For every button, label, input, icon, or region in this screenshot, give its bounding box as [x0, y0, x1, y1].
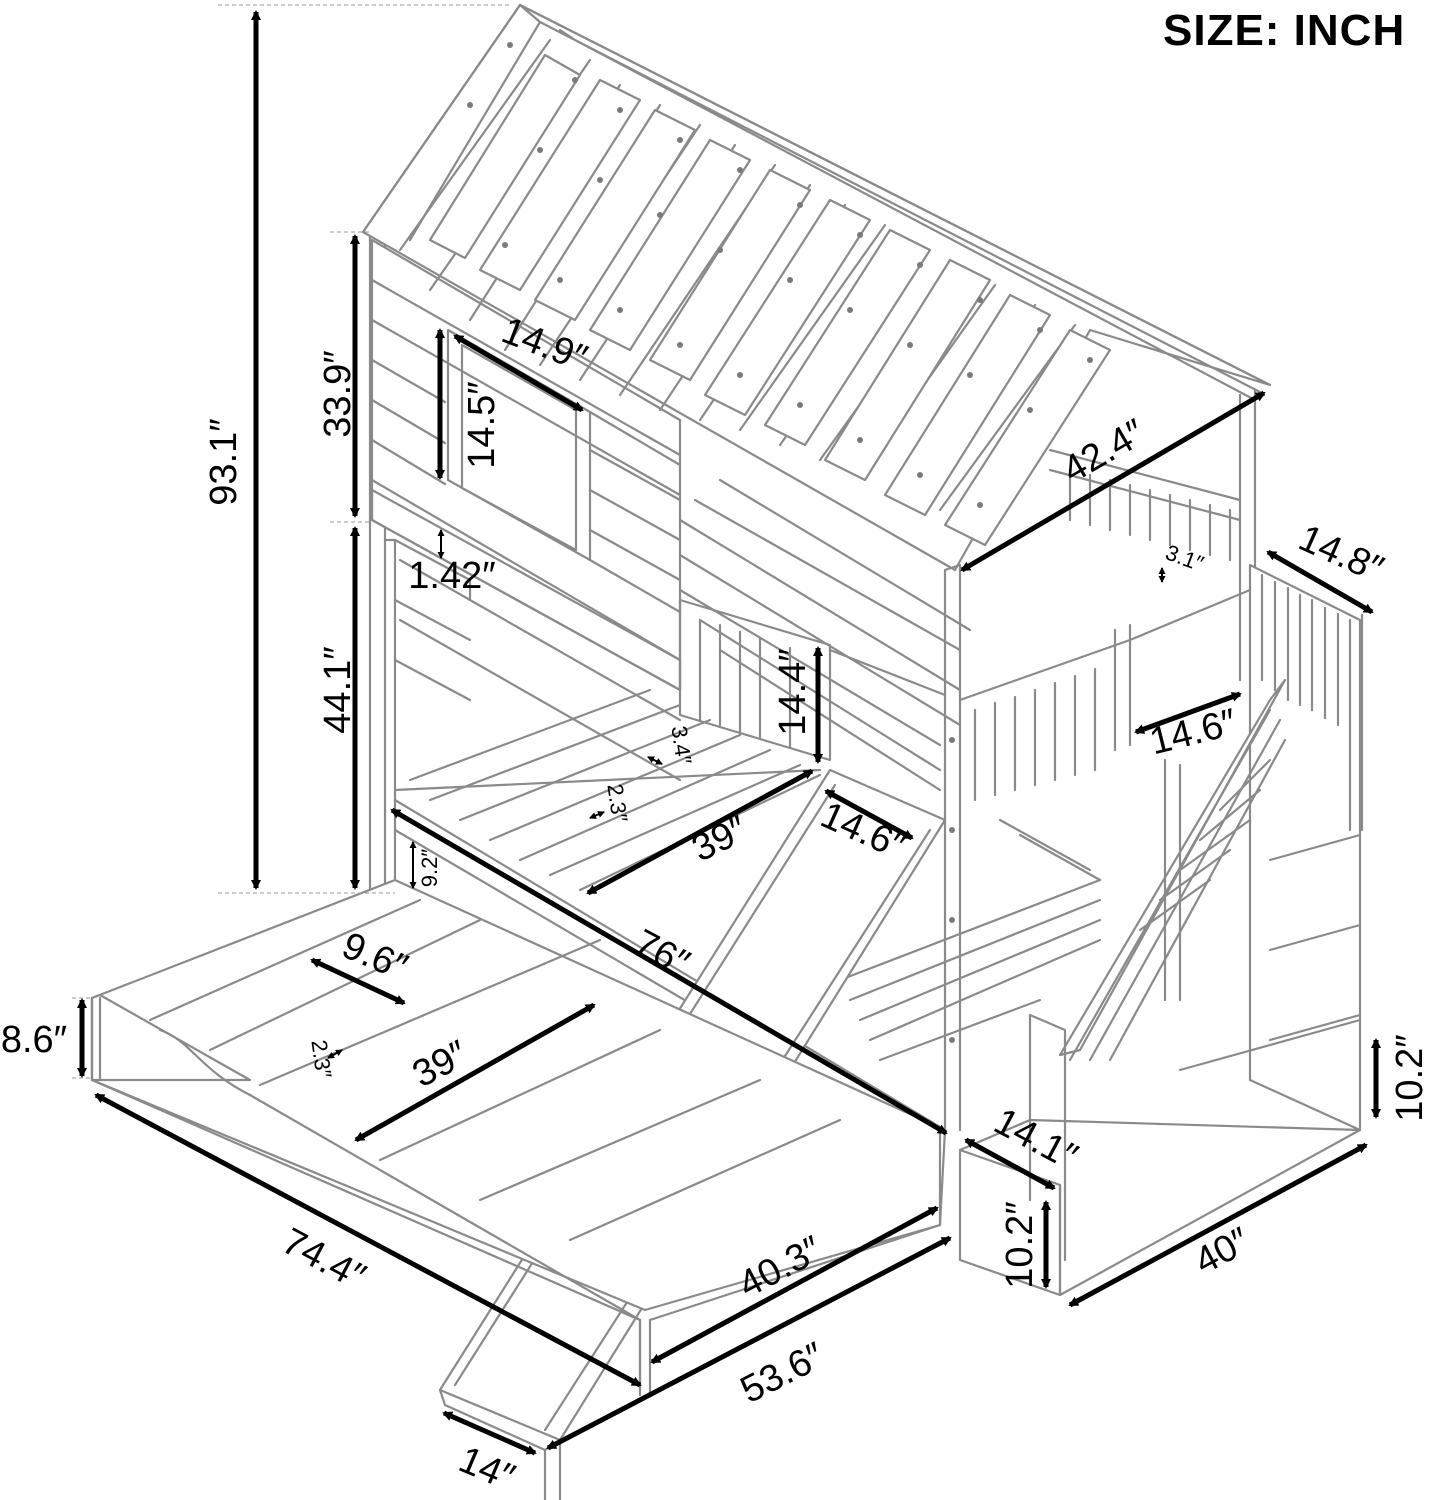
lower-mattress-width-label: 39″ — [685, 808, 754, 870]
size-unit-label: SIZE: INCH — [1163, 6, 1406, 55]
step-width-dimension — [964, 1137, 1056, 1191]
drawer-height-label: 10.2″ — [1389, 1034, 1431, 1121]
trundle-slat-gap-dimension — [310, 957, 406, 1006]
total-height-label: 93.1″ — [203, 418, 245, 505]
slide-width-label: 14″ — [453, 1439, 521, 1499]
window-width-dimension — [453, 333, 584, 413]
lower-slat-width-dimension — [589, 811, 605, 819]
trundle-slat-width-dimension — [327, 1049, 343, 1059]
guard-height-label: 14.4″ — [772, 648, 814, 735]
lower-slat-gap-label: 3.4″ — [666, 724, 696, 766]
lower-slat-gap-dimension — [647, 756, 663, 765]
upper-height-label: 33.9″ — [317, 350, 359, 437]
lower-slat-width-label: 2.3″ — [602, 782, 632, 824]
upper-slat-gap-label: 3.1″ — [1162, 540, 1207, 577]
window-height-label: 14.5″ — [461, 381, 503, 468]
trundle-slat-width-label: 2.3″ — [306, 1038, 336, 1080]
slide-footprint-label: 53.6″ — [734, 1335, 831, 1412]
roof-diagonal-label: 42.4″ — [1056, 412, 1153, 492]
stair-depth-dimension — [1068, 1142, 1368, 1308]
step-height-label: 10.2″ — [999, 1201, 1041, 1288]
lower-frame-height-label: 9.2″ — [417, 849, 442, 888]
gap-upper-right-dimension — [1134, 691, 1242, 735]
platform-width-label: 14.8″ — [1292, 517, 1389, 591]
dimension-labels: 93.1″ 33.9″ 44.1″ 14.9″ 14.5″ 42.4″ 14.8… — [1, 310, 1431, 1500]
rail-gap-label: 1.42″ — [408, 555, 495, 597]
lower-height-label: 44.1″ — [317, 646, 359, 733]
gap-upper-right-label: 14.6″ — [1146, 701, 1241, 763]
slide-width-dimension — [442, 1410, 537, 1456]
slide-footprint-dimension — [546, 1235, 952, 1451]
dimension-lines — [72, 4, 1381, 1456]
platform-width-dimension — [1266, 549, 1374, 615]
roof-diagonal-dimension — [960, 390, 1266, 573]
bed-length-dimension — [390, 807, 948, 1136]
trundle-height-label: 8.6″ — [1, 1019, 67, 1061]
stair-depth-label: 40″ — [1188, 1220, 1257, 1283]
